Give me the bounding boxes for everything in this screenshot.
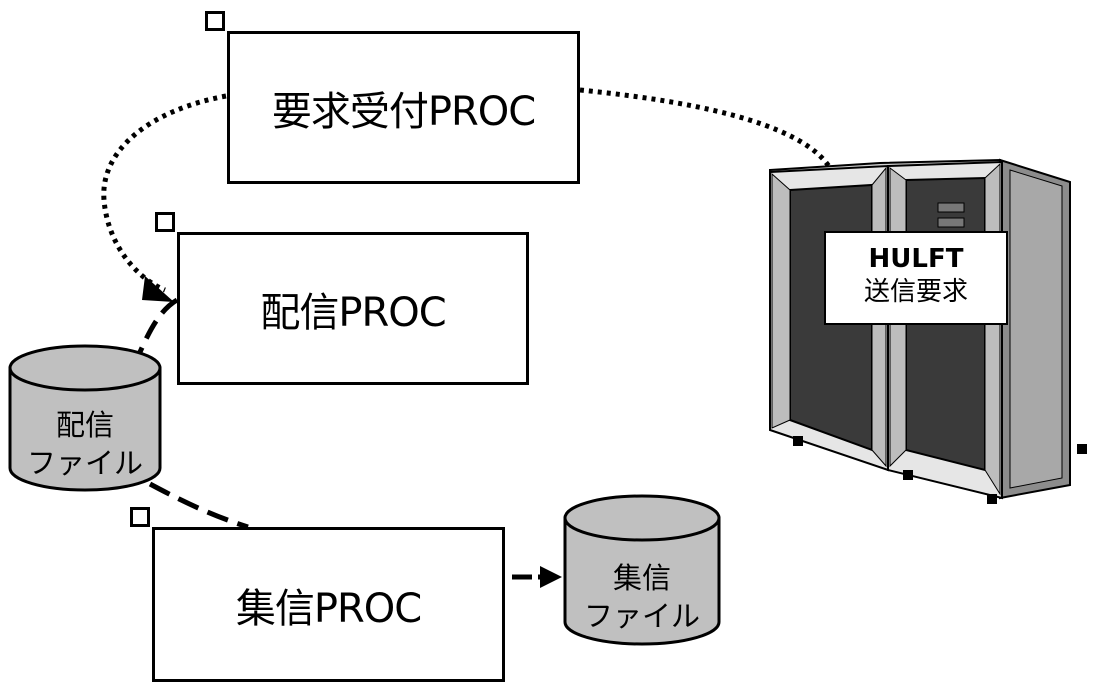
distribute-file-label: 配信 ファイル (10, 406, 160, 482)
dotted-connector-request-to-server (579, 87, 833, 170)
arrowhead-to-distribute (142, 276, 174, 302)
request-receive-proc-box: 要求受付PROC (205, 11, 580, 184)
proc-tab-icon (130, 507, 150, 527)
request-receive-proc-label: 要求受付PROC (271, 88, 536, 135)
distribute-file-line2: ファイル (26, 446, 143, 480)
server-cabinet-icon (769, 158, 1087, 504)
collect-proc-label: 集信PROC (235, 585, 422, 632)
send-request-text: 送信要求 (863, 277, 968, 307)
distribute-proc-box: 配信PROC (155, 212, 529, 385)
hulft-send-request-label: HULFT 送信要求 (824, 231, 1008, 325)
distribute-file-cylinder (8, 344, 162, 492)
proc-tab-icon (155, 212, 175, 232)
collect-proc-box: 集信PROC (130, 507, 505, 682)
distribute-file-line1: 配信 (55, 408, 114, 442)
collect-file-cylinder (563, 494, 721, 646)
dashed-connector-distribute-file (137, 297, 179, 354)
distribute-proc-label: 配信PROC (260, 289, 446, 336)
collect-file-label: 集信 ファイル (565, 559, 719, 635)
dashed-connector-file-to-collect (148, 481, 249, 530)
arrowhead-to-collect-file (540, 566, 562, 588)
collect-file-line1: 集信 (612, 561, 671, 595)
collect-file-line2: ファイル (583, 599, 700, 633)
proc-tab-icon (205, 11, 225, 31)
hulft-title: HULFT (868, 244, 964, 274)
